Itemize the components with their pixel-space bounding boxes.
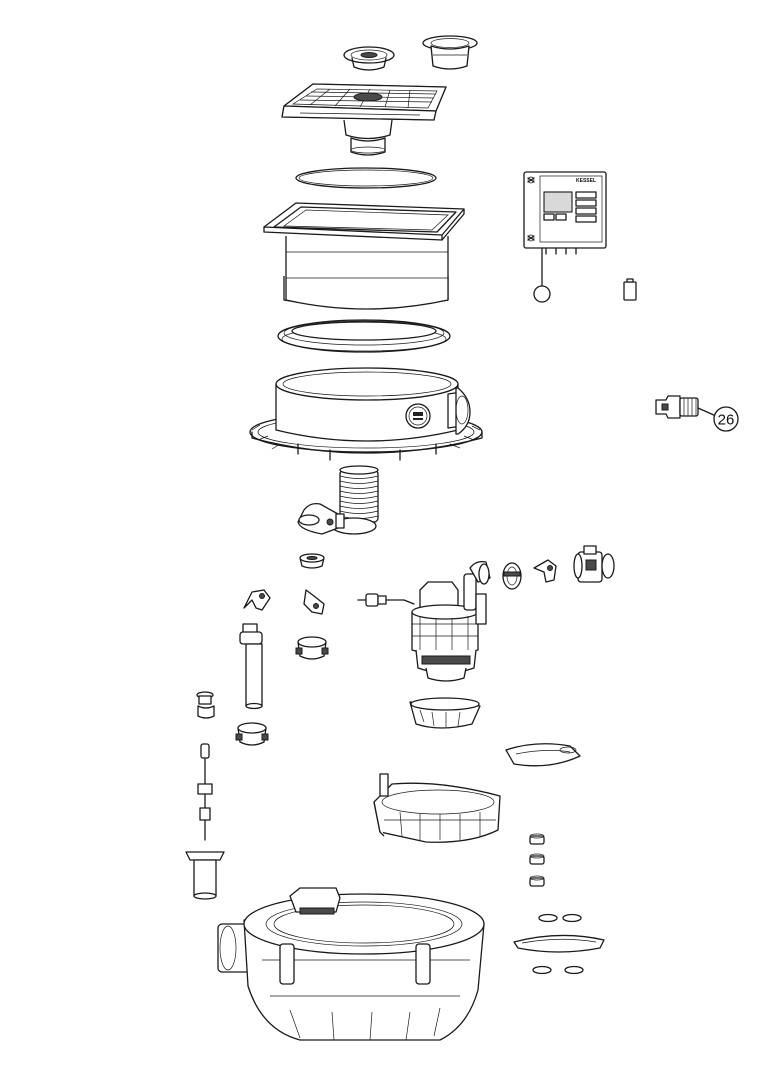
grating-cover: [281, 83, 447, 121]
filter-cover: [505, 743, 581, 767]
callout-26: 26: [697, 406, 739, 432]
top-section-frame: [263, 202, 465, 310]
impeller-housing: [409, 697, 481, 729]
union-nut-mid: [295, 636, 329, 660]
battery: [623, 278, 637, 301]
side-inlet-socket: [447, 387, 471, 435]
grating-outlet-pipe: [343, 119, 393, 156]
odour-seal-ring: [343, 46, 395, 71]
pressure-pipe-outlet: [463, 560, 491, 625]
small-seal-pair-top: [538, 913, 582, 923]
screw-cap: [299, 553, 325, 569]
pipe-elbow: [297, 502, 345, 535]
union-nut-lower: [235, 722, 269, 746]
pump-motor-unit: [411, 581, 479, 682]
collecting-basket: [373, 773, 501, 843]
control-unit: KESSEL: [523, 171, 607, 303]
base-tank: [217, 887, 485, 1041]
sensor-connector-part: [655, 395, 699, 419]
non-return-flap: [502, 562, 522, 590]
o-ring-seal: [295, 167, 437, 189]
clamp-right: [303, 589, 325, 615]
intermediate-section: [249, 367, 483, 461]
clamp-left: [243, 589, 271, 611]
sleeve-insert: [422, 35, 478, 70]
lever-handle: [533, 559, 557, 583]
small-fitting-a: [196, 691, 215, 719]
vertical-vent-pipe: [239, 623, 263, 710]
profile-seal-ring: [277, 319, 451, 353]
probe-sleeve: [185, 851, 225, 900]
small-cap-2: [529, 853, 545, 865]
small-cap-1: [529, 833, 545, 845]
gate-valve: [573, 545, 615, 583]
logo-badge: [405, 403, 431, 429]
level-probe-rod: [197, 743, 213, 841]
brand-label: KESSEL: [576, 178, 596, 184]
small-seal-pair-bottom: [532, 965, 584, 975]
callout-number: 26: [718, 412, 735, 429]
small-cap-3: [529, 875, 545, 887]
flat-gasket: [513, 934, 605, 953]
sensor-cable: [357, 593, 415, 607]
